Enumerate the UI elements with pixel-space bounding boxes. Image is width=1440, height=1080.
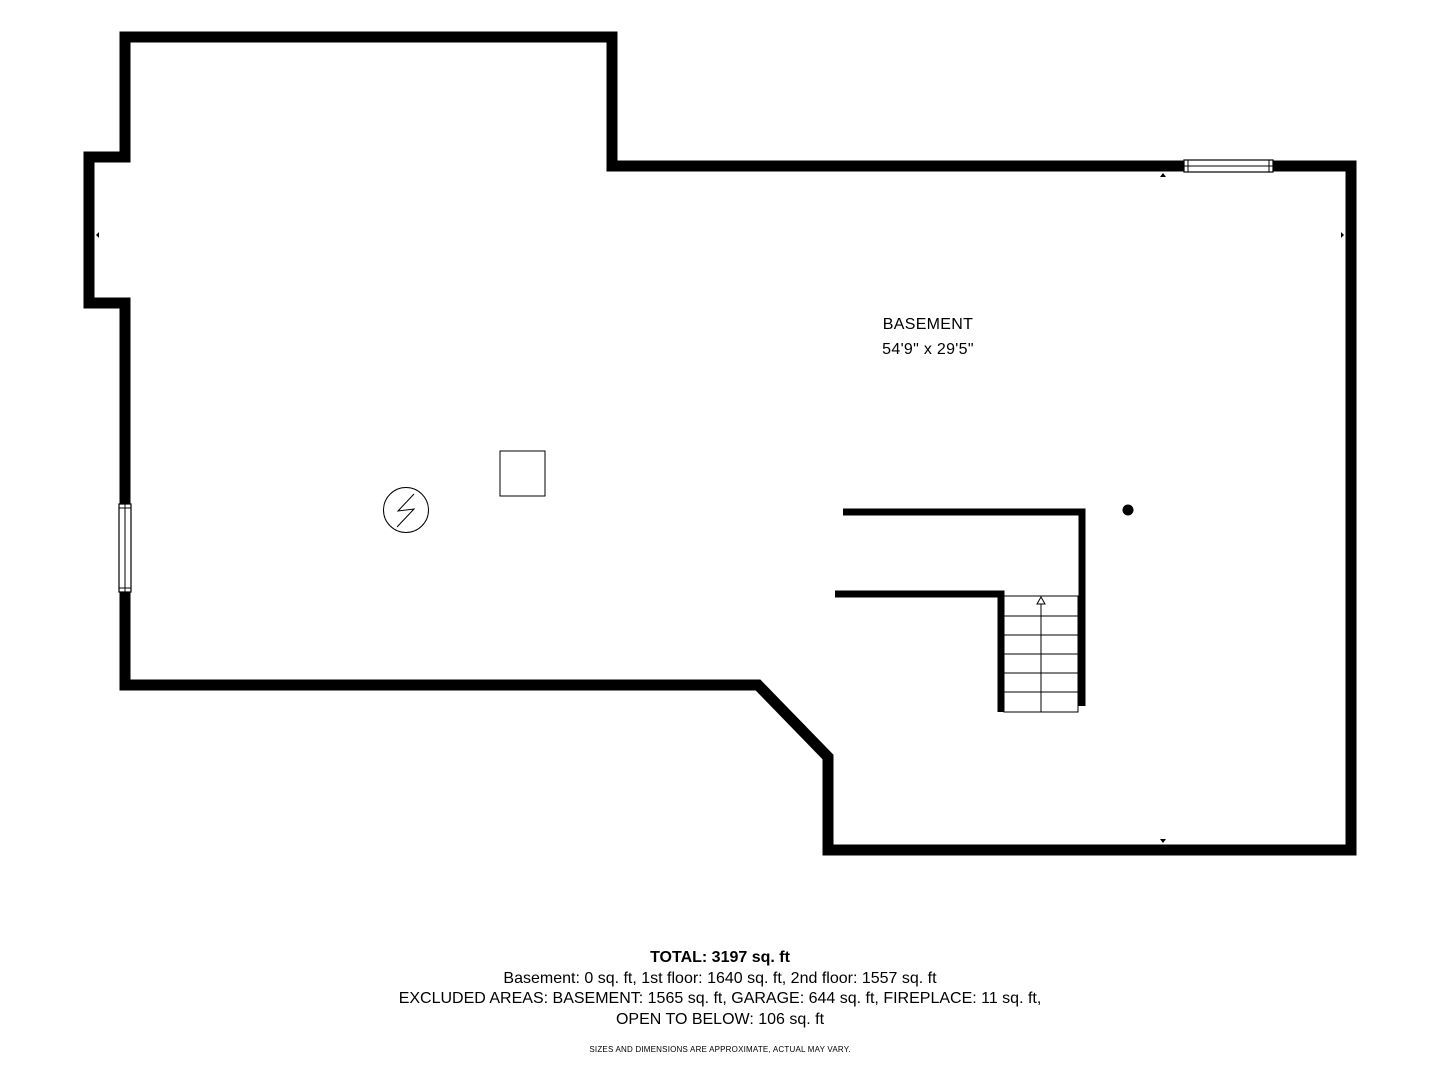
left-window bbox=[118, 503, 132, 593]
electrical-symbol-icon bbox=[383, 487, 429, 533]
utility-fixture bbox=[499, 450, 546, 497]
dimension-marker-bottom bbox=[1160, 839, 1166, 843]
support-column bbox=[1122, 504, 1134, 516]
dimension-marker-left bbox=[96, 232, 99, 238]
stair-wall-lower bbox=[835, 590, 1005, 712]
disclaimer: SIZES AND DIMENSIONS ARE APPROXIMATE, AC… bbox=[589, 1045, 851, 1054]
floor-areas: Basement: 0 sq. ft, 1st floor: 1640 sq. … bbox=[503, 970, 937, 987]
room-name: BASEMENT bbox=[882, 316, 974, 333]
staircase bbox=[1003, 595, 1079, 713]
dimension-marker-top bbox=[1160, 173, 1166, 177]
exterior-wall bbox=[83, 31, 1357, 856]
room-dimensions: 54'9" x 29'5" bbox=[882, 341, 974, 358]
stair-direction-arrow-icon bbox=[1036, 595, 1046, 605]
top-window bbox=[1183, 159, 1274, 173]
total-area: TOTAL: 3197 sq. ft bbox=[650, 949, 790, 966]
stair-wall-upper bbox=[843, 508, 1086, 706]
dimension-marker-right bbox=[1341, 232, 1344, 238]
excluded-areas-line-1: EXCLUDED AREAS: BASEMENT: 1565 sq. ft, G… bbox=[398, 990, 1042, 1007]
excluded-areas-line-2: OPEN TO BELOW: 106 sq. ft bbox=[615, 1011, 825, 1028]
